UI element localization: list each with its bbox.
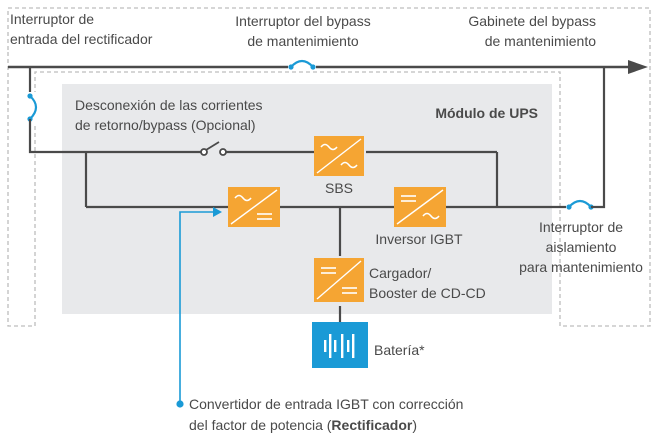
inverter-converter-icon [394, 187, 446, 227]
maintenance-bypass-label-2: de mantenimiento [247, 33, 359, 49]
output-return-line [591, 67, 606, 209]
rectifier-callout-label-2: del factor de potencia (Rectificador) [189, 417, 417, 433]
sbs-label: SBS [325, 180, 353, 196]
backfeed-label-1: Desconexión de las corrientes [75, 97, 263, 113]
ups-module-box [62, 84, 552, 314]
inverter-label: Inversor IGBT [375, 231, 463, 247]
bypass-cabinet-outline [7, 7, 651, 327]
callout-arrow-icon [213, 207, 222, 217]
rectifier-callout-post: ) [412, 417, 417, 433]
bypass-cabinet-label-2: de mantenimiento [485, 33, 597, 49]
rectifier-breaker-label-1: Interruptor de [10, 11, 94, 27]
bypass-cabinet-label-1: Gabinete del bypass [468, 13, 596, 29]
rectifier-callout-label-1: Convertidor de entrada IGBT con correcci… [189, 396, 463, 412]
rectifier-callout-bold: Rectificador [331, 417, 412, 433]
charger-label-2: Booster de CD-CD [369, 285, 486, 301]
battery-label: Batería* [374, 342, 425, 358]
battery-icon [312, 322, 368, 368]
rectifier-callout-line [179, 211, 216, 404]
isolation-label-1: Interruptor de [539, 219, 623, 235]
charger-converter-icon [314, 258, 364, 302]
backfeed-label-2: de retorno/bypass (Opcional) [75, 117, 256, 133]
maintenance-bypass-label-1: Interruptor del bypass [235, 13, 370, 29]
rectifier-callout-pre: del factor de potencia ( [189, 417, 332, 433]
ups-module-label: Módulo de UPS [435, 105, 538, 121]
sbs-converter-icon [314, 136, 364, 176]
rectifier-breaker-label-2: entrada del rectificador [10, 31, 153, 47]
isolation-label-2: aislamiento [546, 239, 617, 255]
output-arrow-icon [628, 60, 648, 74]
maintenance-bypass-breaker-icon [288, 59, 316, 70]
rectifier-converter-icon [228, 187, 280, 227]
callout-dot-icon [176, 400, 184, 408]
rectifier-input-breaker-icon [24, 92, 38, 124]
rectifier-feed-bottom [28, 119, 86, 154]
isolation-label-3: para mantenimiento [519, 259, 643, 275]
charger-label-1: Cargador/ [369, 265, 431, 281]
isolation-breaker-icon [566, 198, 596, 210]
